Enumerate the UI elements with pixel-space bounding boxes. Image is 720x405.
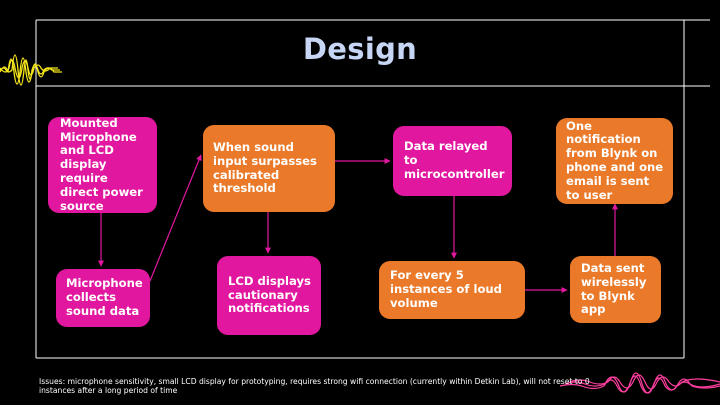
node-lcd-label: LCD displays cautionary notifications — [228, 273, 311, 316]
issues-note: Issues: microphone sensitivity, small LC… — [39, 377, 590, 396]
node-relayed-label: Data relayed to microcontroller — [404, 139, 505, 181]
node-wireless-label: Data sent wirelessly to Blynk app — [581, 260, 647, 317]
node-relayed: Data relayed to microcontroller — [393, 126, 512, 196]
node-lcd: LCD displays cautionary notifications — [217, 256, 321, 335]
node-microphone: Microphone collects sound data — [56, 269, 150, 327]
node-mounted-power-label: Mounted Microphone and LCD display requi… — [60, 115, 143, 213]
node-threshold-label: When sound input surpasses calibrated th… — [213, 139, 317, 196]
arrow-microphone-to-threshold — [149, 154, 202, 282]
node-microphone-label: Microphone collects sound data — [66, 276, 143, 318]
node-notification: One notification from Blynk on phone and… — [556, 118, 673, 204]
node-wireless: Data sent wirelessly to Blynk app — [570, 256, 661, 323]
node-notification-label: One notification from Blynk on phone and… — [566, 118, 664, 202]
yellow-sound-wave-icon — [0, 54, 62, 86]
slide-title: Design — [302, 32, 418, 66]
node-instances-label: For every 5 instances of loud volume — [390, 268, 502, 310]
pink-sound-wave-icon — [559, 372, 720, 394]
node-threshold: When sound input surpasses calibrated th… — [203, 125, 335, 212]
node-instances: For every 5 instances of loud volume — [379, 261, 525, 319]
node-mounted-power: Mounted Microphone and LCD display requi… — [48, 115, 157, 213]
